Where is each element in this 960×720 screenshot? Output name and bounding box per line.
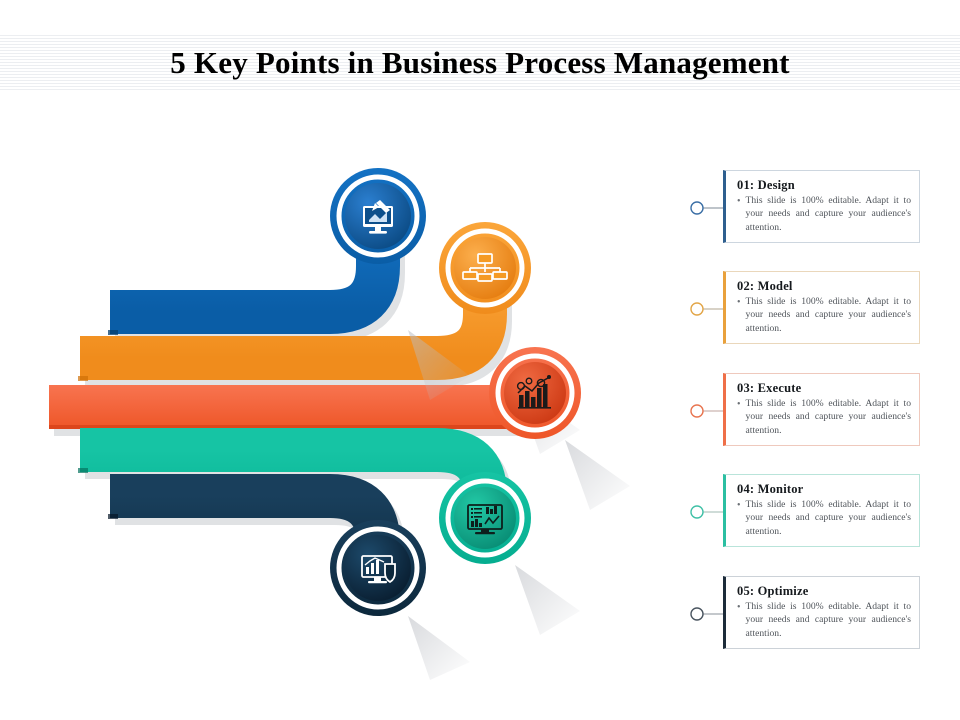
bullet-icon: • bbox=[737, 399, 741, 410]
connector-model bbox=[690, 302, 726, 316]
step-card-model[interactable]: 02: Model • This slide is 100% editable.… bbox=[723, 271, 920, 345]
connector-design bbox=[690, 201, 726, 215]
step-card-list: 01: Design • This slide is 100% editable… bbox=[690, 160, 940, 670]
node-design[interactable] bbox=[330, 168, 470, 400]
step-card-text: This slide is 100% editable. Adapt it to… bbox=[745, 296, 911, 334]
bullet-icon: • bbox=[737, 297, 741, 308]
step-card-text: This slide is 100% editable. Adapt it to… bbox=[745, 499, 911, 537]
step-card-title: 04: Monitor bbox=[737, 482, 804, 496]
node-execute[interactable] bbox=[489, 347, 630, 510]
step-card-title: 02: Model bbox=[737, 279, 793, 293]
connector-optimize bbox=[690, 607, 726, 621]
bullet-icon: • bbox=[737, 500, 741, 511]
step-card-text: This slide is 100% editable. Adapt it to… bbox=[745, 601, 911, 639]
node-monitor[interactable] bbox=[439, 472, 580, 635]
step-card-execute[interactable]: 03: Execute • This slide is 100% editabl… bbox=[723, 373, 920, 447]
connector-execute bbox=[690, 404, 726, 418]
node-optimize[interactable] bbox=[330, 520, 470, 680]
step-card-text: This slide is 100% editable. Adapt it to… bbox=[745, 398, 911, 436]
page-title: 5 Key Points in Business Process Managem… bbox=[170, 45, 790, 80]
process-diagram bbox=[0, 100, 660, 680]
step-card-text: This slide is 100% editable. Adapt it to… bbox=[745, 195, 911, 233]
step-card-title: 03: Execute bbox=[737, 381, 802, 395]
bar-chart-gears-icon bbox=[516, 375, 551, 409]
presentation-shield-icon bbox=[361, 555, 396, 584]
step-card-optimize[interactable]: 05: Optimize • This slide is 100% editab… bbox=[723, 576, 920, 650]
step-card-monitor[interactable]: 04: Monitor • This slide is 100% editabl… bbox=[723, 474, 920, 548]
bullet-icon: • bbox=[737, 196, 741, 207]
ribbon-design bbox=[108, 220, 400, 335]
dashboard-monitor-icon bbox=[467, 504, 503, 535]
hierarchy-chart-icon bbox=[462, 253, 508, 282]
step-card-design[interactable]: 01: Design • This slide is 100% editable… bbox=[723, 170, 920, 244]
ribbon-execute bbox=[49, 385, 541, 429]
header-stripe-band bbox=[0, 33, 960, 92]
step-card-title: 05: Optimize bbox=[737, 584, 809, 598]
monitor-design-icon bbox=[363, 200, 393, 234]
step-card-title: 01: Design bbox=[737, 178, 795, 192]
bullet-icon: • bbox=[737, 602, 741, 613]
connector-monitor bbox=[690, 505, 726, 519]
